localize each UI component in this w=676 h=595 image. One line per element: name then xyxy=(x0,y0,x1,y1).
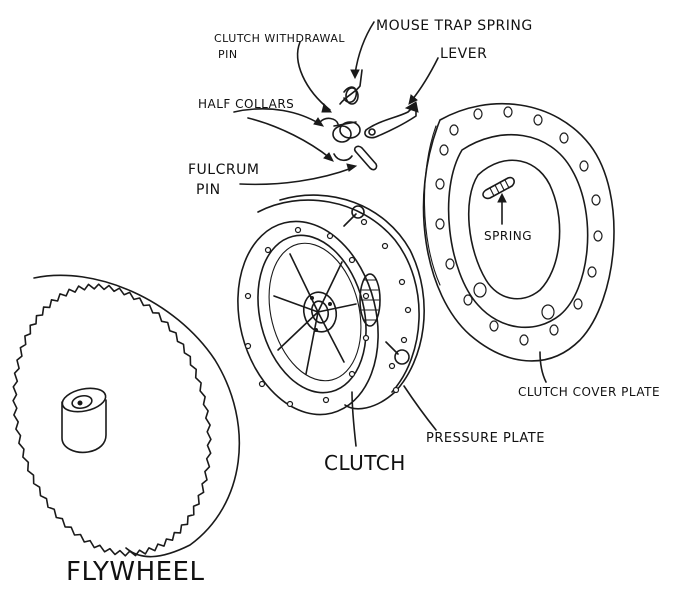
half-collars xyxy=(319,117,353,162)
flywheel xyxy=(12,274,241,558)
leader-lines xyxy=(233,21,547,447)
leader-cover-plate xyxy=(539,351,547,383)
leader-fulcrum-pin xyxy=(239,167,353,186)
pressure-plate-edge xyxy=(279,194,425,410)
label-clutch-withdrawal-pin-2: PIN xyxy=(218,48,238,61)
cover-plate-outer xyxy=(422,103,615,362)
clutch-ring-outer xyxy=(237,220,379,416)
clutch-ring-inner xyxy=(257,234,367,394)
clutch-cover-plate xyxy=(422,103,615,362)
cover-plate-stud-hole-1 xyxy=(473,282,487,298)
cover-plate-inner xyxy=(447,133,589,329)
clutch-ring-inner-lip xyxy=(268,242,362,382)
cover-plate-recess xyxy=(467,159,561,300)
leader-half-collars-1 xyxy=(233,107,321,125)
label-mouse-trap-spring: MOUSE TRAP SPRING xyxy=(376,18,533,34)
labels: CLUTCH WITHDRAWAL PIN MOUSE TRAP SPRING … xyxy=(66,18,660,587)
leader-lever xyxy=(411,57,439,101)
leader-pressure-plate xyxy=(403,385,437,431)
pressure-plate-face xyxy=(257,199,420,393)
clutch-assembly xyxy=(237,194,425,416)
label-half-collars: HALF COLLARS xyxy=(198,97,294,111)
clutch-spokes xyxy=(273,253,357,375)
clutch-ring-holes xyxy=(244,226,370,408)
cover-plate-holes xyxy=(435,106,603,346)
label-clutch: CLUTCH xyxy=(324,451,406,475)
cover-plate-spring xyxy=(482,176,515,200)
label-flywheel: FLYWHEEL xyxy=(66,557,204,587)
label-spring: SPRING xyxy=(484,229,532,243)
label-clutch-cover-plate: CLUTCH COVER PLATE xyxy=(518,385,660,399)
flywheel-rim-back xyxy=(33,274,241,558)
leader-clutch xyxy=(351,391,357,447)
fulcrum-pin xyxy=(353,145,378,171)
clutch-hub xyxy=(302,291,338,333)
lever xyxy=(364,101,419,139)
label-fulcrum-pin-1: FULCRUM xyxy=(188,162,259,178)
leader-half-collars-2 xyxy=(247,117,331,159)
pressure-plate-holes xyxy=(360,218,412,394)
small-parts xyxy=(319,69,419,171)
leader-withdrawal-pin xyxy=(296,41,331,111)
flywheel-teeth xyxy=(12,283,212,557)
label-lever: LEVER xyxy=(440,46,487,62)
withdrawal-pin xyxy=(332,121,361,143)
leader-mouse-trap-spring xyxy=(354,21,375,75)
pressure-plate-studs xyxy=(343,205,410,365)
label-pressure-plate: PRESSURE PLATE xyxy=(426,431,545,446)
label-fulcrum-pin-2: PIN xyxy=(196,182,221,198)
label-clutch-withdrawal-pin-1: CLUTCH WITHDRAWAL xyxy=(214,32,345,45)
cover-plate-stud-hole-2 xyxy=(541,304,555,320)
flywheel-hub xyxy=(61,387,107,454)
mouse-trap-spring xyxy=(339,69,363,105)
cover-plate-thickness xyxy=(423,125,441,286)
